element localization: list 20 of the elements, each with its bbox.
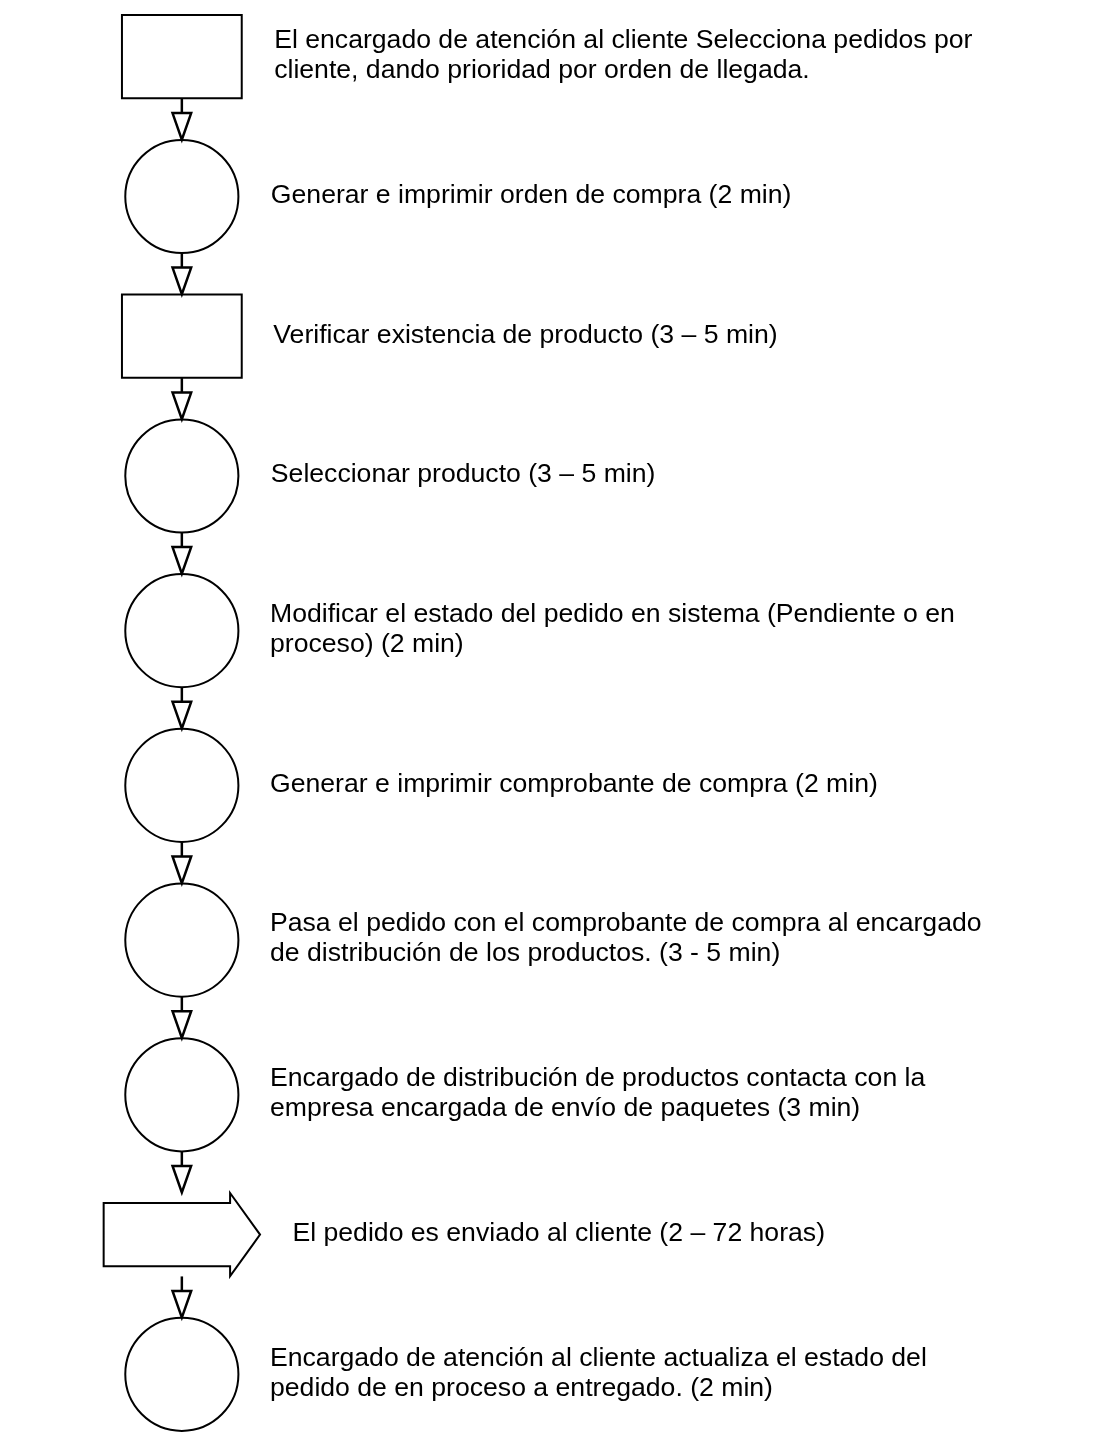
node-circle bbox=[123, 727, 239, 843]
node-circle bbox=[123, 573, 239, 689]
node-circle bbox=[123, 1316, 239, 1432]
node-label: Pasa el pedido con el comprobante de compra al encargado de distribución de los productos. (3 - 5 min) bbox=[269, 907, 982, 968]
node-circle bbox=[123, 882, 239, 998]
node-circle bbox=[123, 138, 239, 254]
node-label: Encargado de distribución de productos contacta con la empresa encargada de envío de paquetes (3 min) bbox=[269, 1062, 925, 1123]
node-box bbox=[120, 14, 243, 100]
node-circle bbox=[123, 1037, 239, 1153]
node-label: Generar e imprimir orden de compra (2 min) bbox=[270, 178, 791, 209]
node-arrow bbox=[102, 1189, 261, 1280]
node-circle bbox=[123, 418, 239, 534]
node-label: Modificar el estado del pedido en sistema (Pendiente o en proceso) (2 min) bbox=[269, 598, 955, 658]
node-label: Generar e imprimir comprobante de compra (2 min) bbox=[269, 767, 878, 798]
node-label: Encargado de atención al cliente actualiza el estado del pedido de en proceso a entregado. (2 min) bbox=[269, 1341, 927, 1402]
node-label: El pedido es enviado al cliente (2 – 72 horas) bbox=[291, 1216, 825, 1247]
node-box bbox=[120, 293, 243, 379]
node-label: Verificar existencia de producto (3 – 5 min) bbox=[272, 318, 778, 349]
node-label: Seleccionar producto (3 – 5 min) bbox=[270, 458, 655, 489]
node-label: El encargado de atención al cliente Selecciona pedidos por cliente, dando prioridad por orden de llegada. bbox=[273, 24, 972, 85]
